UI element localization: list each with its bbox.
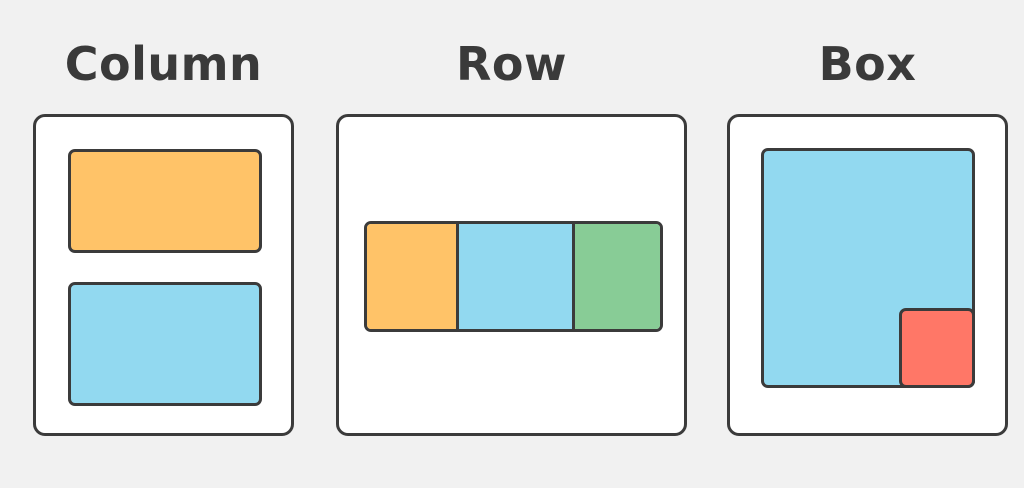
row-title: Row <box>455 37 568 91</box>
row-blue-cell <box>456 224 572 329</box>
column-blue-block <box>68 282 262 406</box>
box-red-block <box>899 308 975 388</box>
row-green-cell <box>572 224 660 329</box>
box-panel <box>727 114 1008 436</box>
column-orange-block <box>68 149 262 253</box>
column-title: Column <box>64 37 263 91</box>
box-title: Box <box>818 37 917 91</box>
column-panel <box>33 114 294 436</box>
row-panel <box>336 114 687 436</box>
row-strip <box>364 221 663 332</box>
box-blue-block <box>761 148 975 388</box>
row-orange-cell <box>367 224 456 329</box>
